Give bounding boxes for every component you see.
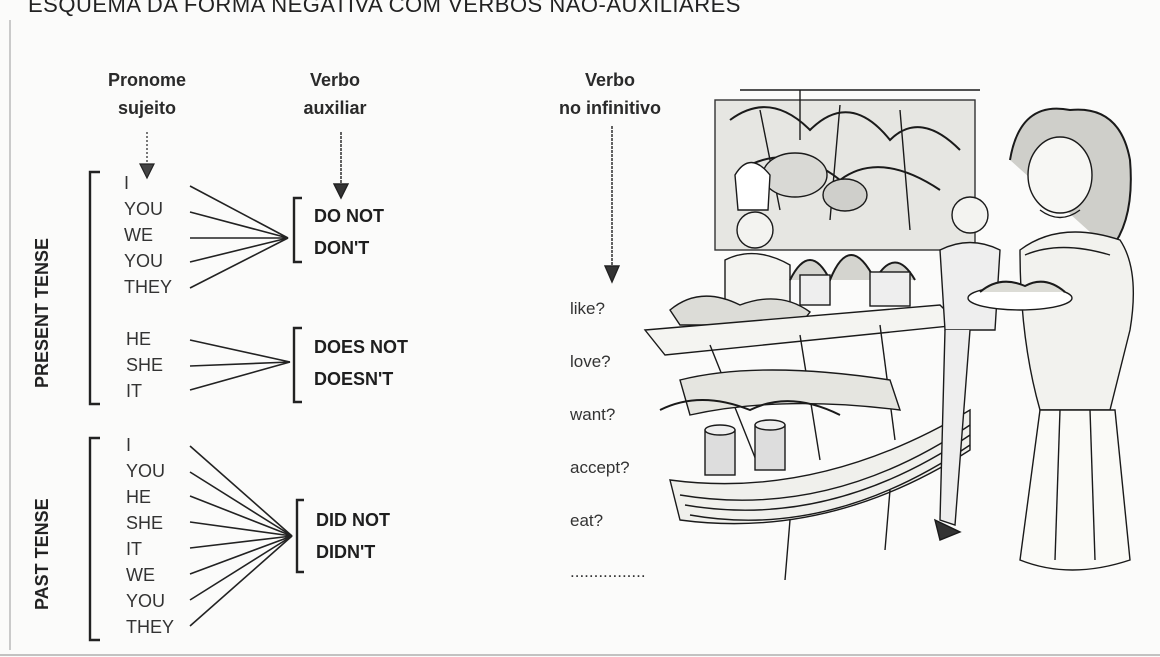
header-auxiliary: Verbo auxiliar	[280, 66, 390, 122]
verb-eat: eat?	[570, 511, 604, 530]
pronoun-you-plural: YOU	[124, 251, 164, 271]
present-group2-pronouns: HE SHE IT	[126, 326, 163, 404]
pronoun-they: THEY	[124, 277, 173, 297]
aux-do-not: DO NOT	[314, 206, 384, 226]
pronoun-you: YOU	[124, 199, 164, 219]
pronoun-she: SHE	[126, 513, 164, 533]
pronoun-i: I	[124, 173, 130, 193]
page-title: ESQUEMA DA FORMA NEGATIVA COM VERBOS NÃO…	[28, 0, 741, 17]
header-pronoun-line2: sujeito	[117, 98, 176, 118]
past-tense-bracket	[88, 436, 100, 642]
present-tense-bracket	[88, 170, 100, 406]
pronoun-you: YOU	[126, 461, 166, 481]
pronoun-it: IT	[126, 381, 142, 401]
header-auxiliary-line1: Verbo	[309, 70, 361, 90]
pronoun-we: WE	[124, 225, 153, 245]
pronoun-he: HE	[126, 329, 152, 349]
verb-blank: ................	[570, 562, 646, 581]
aux-did-bracket	[295, 498, 304, 574]
header-pronoun: Pronome sujeito	[92, 66, 202, 122]
header-auxiliary-line2: auxiliar	[303, 98, 367, 118]
verb-accept: accept?	[570, 458, 630, 477]
aux-did: DID NOT DIDN'T	[316, 504, 390, 568]
verb-want: want?	[570, 405, 616, 424]
restaurant-buffet-illustration	[643, 89, 1134, 581]
aux-does: DOES NOT DOESN'T	[314, 331, 408, 395]
header-infinitive: Verbo no infinitivo	[530, 66, 690, 122]
past-tense-fan	[189, 445, 293, 627]
pronoun-she: SHE	[126, 355, 164, 375]
pronoun-he: HE	[126, 487, 152, 507]
aux-doesnt: DOESN'T	[314, 369, 394, 389]
present-group1-pronouns: I YOU WE YOU THEY	[124, 170, 172, 300]
arrow-pronoun	[139, 132, 155, 180]
verb-like: like?	[570, 299, 605, 318]
arrow-infinitive	[603, 126, 621, 284]
pronoun-you-plural: YOU	[126, 591, 166, 611]
verb-love: love?	[570, 352, 611, 371]
aux-does-not: DOES NOT	[314, 337, 409, 357]
past-pronouns: I YOU HE SHE IT WE YOU THEY	[126, 432, 174, 640]
chef-hat	[734, 161, 771, 211]
aux-did-not: DID NOT	[316, 510, 390, 530]
header-infinitive-line1: Verbo	[584, 70, 636, 90]
arrow-auxiliary	[332, 132, 350, 200]
aux-does-bracket	[292, 326, 302, 404]
header-infinitive-line2: no infinitivo	[559, 98, 661, 118]
aux-dont: DON'T	[314, 238, 370, 258]
woman-body	[1019, 231, 1134, 411]
aux-do: DO NOT DON'T	[314, 200, 384, 264]
pronoun-it: IT	[126, 539, 142, 559]
pronoun-they: THEY	[126, 617, 175, 637]
present-group2-fan	[189, 339, 291, 391]
present-group1-fan	[189, 185, 289, 289]
header-pronoun-line1: Pronome	[107, 70, 186, 90]
aux-didnt: DIDN'T	[316, 542, 376, 562]
aux-do-bracket	[292, 196, 302, 264]
pronoun-we: WE	[126, 565, 155, 585]
pronoun-i: I	[126, 435, 132, 455]
